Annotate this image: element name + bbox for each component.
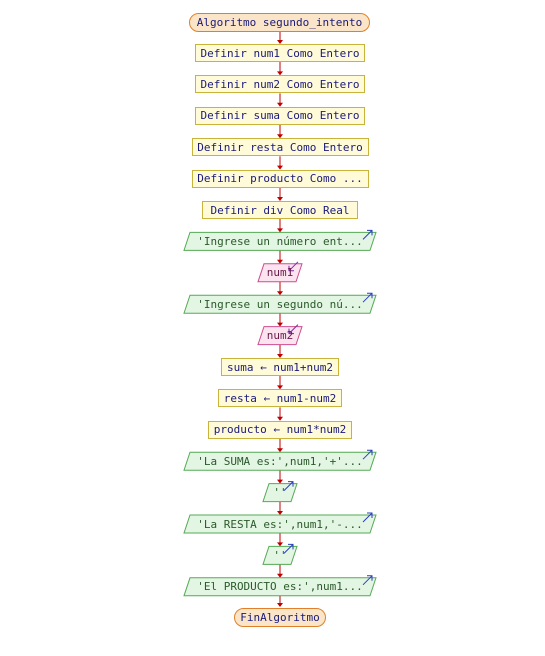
process-label: Definir div Como Real <box>210 203 350 217</box>
arrowhead-icon <box>277 573 283 578</box>
process-label: Definir suma Como Entero <box>200 109 360 123</box>
arrowhead-icon <box>277 603 283 607</box>
output-indicator-icon <box>362 449 373 460</box>
arrowhead-icon <box>277 228 283 233</box>
process-label: producto ← num1*num2 <box>213 423 347 437</box>
process-label: suma ← num1+num2 <box>227 360 333 374</box>
arrowhead-icon <box>277 134 283 139</box>
arrowhead-icon <box>277 542 283 547</box>
output-indicator-icon <box>362 292 373 303</box>
arrowhead-icon <box>277 40 283 44</box>
arrowhead-icon <box>277 322 283 327</box>
output-parallelogram <box>183 231 377 251</box>
output-label: '' <box>273 486 287 500</box>
process-box: suma ← num1+num2 <box>221 358 339 376</box>
arrowhead-icon <box>277 416 283 421</box>
input-label: num1 <box>266 266 294 280</box>
arrowhead-icon <box>277 71 283 76</box>
arrowhead-icon <box>277 197 283 201</box>
process-label: resta ← num1-num2 <box>223 391 337 405</box>
output-parallelogram <box>183 294 377 314</box>
arrowhead-icon <box>277 354 283 358</box>
arrowhead-icon <box>277 102 283 107</box>
output-indicator-icon <box>283 481 294 491</box>
process-box: Definir resta Como Entero <box>191 138 369 157</box>
process-box: Definir div Como Real <box>202 201 358 219</box>
output-label: '' <box>273 548 287 562</box>
end-terminal-label: FinAlgoritmo <box>240 611 320 624</box>
process-label: Definir resta Como Entero <box>197 140 363 154</box>
flow-arrows <box>277 32 283 607</box>
process-box: Definir suma Como Entero <box>195 106 365 125</box>
output-label: 'La SUMA es:',num1,'+'... <box>197 454 363 468</box>
end-terminal: FinAlgoritmo <box>234 608 326 627</box>
arrowhead-icon <box>277 511 283 515</box>
output-indicator-icon <box>362 575 373 586</box>
process-box: resta ← num1-num2 <box>218 389 342 408</box>
process-label: Definir producto Como ... <box>197 172 363 186</box>
process-box: Definir num1 Como Entero <box>195 44 365 62</box>
output-label: 'La RESTA es:',num1,'-... <box>197 517 363 531</box>
arrowhead-icon <box>277 385 283 390</box>
arrowhead-icon <box>277 165 283 170</box>
arrowhead-icon <box>277 448 283 453</box>
output-parallelogram <box>262 545 298 565</box>
process-box: Definir num2 Como Entero <box>195 75 365 94</box>
output-indicator-icon <box>283 543 294 554</box>
arrowhead-icon <box>277 259 283 264</box>
output-label: 'Ingrese un número ent... <box>197 234 363 248</box>
output-label: 'Ingrese un segundo nú... <box>197 297 363 311</box>
input-indicator-icon <box>288 324 299 335</box>
output-parallelogram <box>183 451 377 471</box>
arrowhead-icon <box>277 291 283 296</box>
process-box: producto ← num1*num2 <box>208 420 352 439</box>
process-label: Definir num1 Como Entero <box>200 46 360 60</box>
flow-shapes <box>183 229 377 597</box>
output-label: 'El PRODUCTO es:',num1... <box>197 580 363 594</box>
start-terminal-label: Algoritmo segundo_intento <box>196 16 363 29</box>
input-label: num2 <box>266 329 294 343</box>
output-parallelogram <box>262 483 298 503</box>
output-parallelogram <box>183 514 377 534</box>
process-box: Definir producto Como ... <box>191 169 369 188</box>
output-parallelogram <box>183 577 377 597</box>
output-indicator-icon <box>362 512 373 523</box>
output-indicator-icon <box>362 229 373 240</box>
input-indicator-icon <box>288 261 299 272</box>
arrowhead-icon <box>277 479 283 484</box>
start-terminal: Algoritmo segundo_intento <box>189 13 370 32</box>
process-label: Definir num2 Como Entero <box>200 77 360 91</box>
